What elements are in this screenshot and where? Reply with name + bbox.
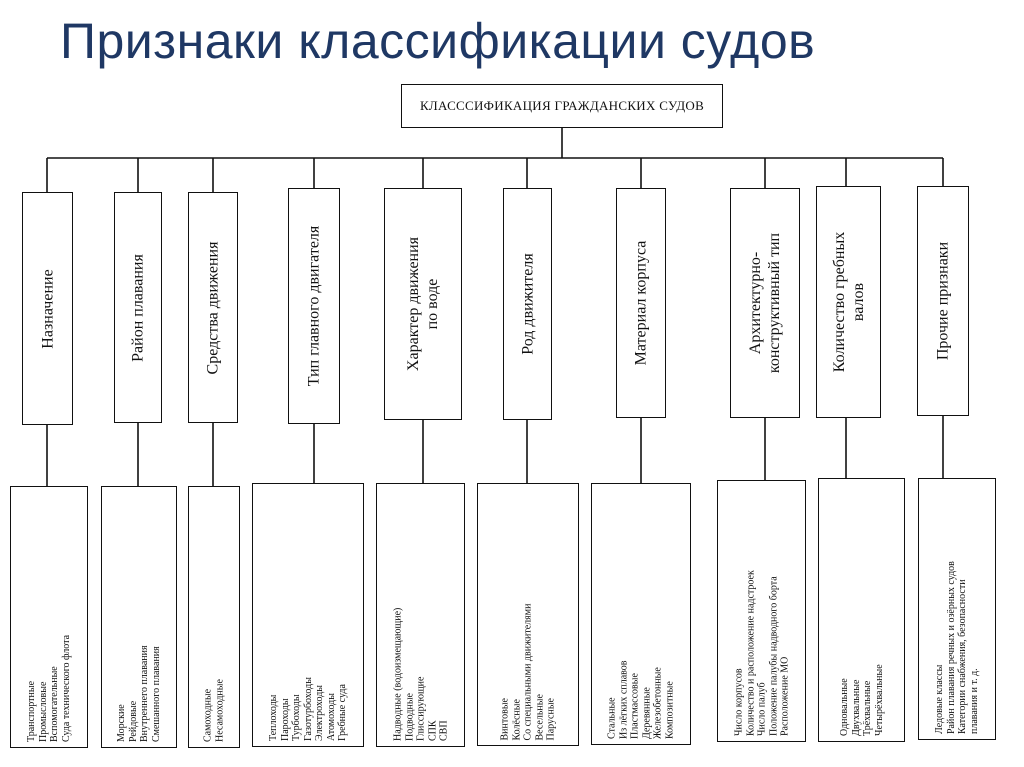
category-label: Средства движения [204, 241, 222, 374]
leaf-item: Смешанного плавания [150, 646, 162, 742]
leaf-item: Композитные [664, 681, 675, 739]
category-label: Количество гребных валов [830, 231, 867, 373]
leaf-item: Железобетонные [652, 667, 664, 739]
category-box-motion-character: Характер движения по воде [384, 188, 462, 420]
leaf-item: Промысловые [37, 681, 49, 742]
leaf-item: Атомоходы [325, 693, 337, 741]
root-node: КЛАСССИФИКАЦИЯ ГРАЖДАНСКИХ СУДОВ [401, 84, 723, 128]
category-box-purpose: Назначение [22, 192, 73, 425]
leaf-item: СПК [426, 720, 438, 741]
leaf-item: Винтовые [499, 697, 511, 741]
leaf-item: Стальные [606, 697, 618, 739]
leaf-item: Морские [116, 704, 127, 742]
category-box-navigation-area: Район плавания [114, 192, 162, 423]
category-label: Архитектурно- конструктивный тип [747, 232, 783, 374]
leaf-list: Ледовые классы Район плавания речных и о… [934, 484, 980, 734]
category-box-other-features: Прочие признаки [917, 186, 969, 416]
leaf-box-propulsor-kind: Винтовые Колёсные Со специальными движит… [477, 483, 579, 746]
leaf-list: Транспортные Промысловые Вспомогательные… [26, 492, 72, 742]
leaf-item: Пластмассовые [629, 673, 641, 739]
leaf-item: Транспортные [26, 680, 37, 742]
leaf-item: Деревянные [641, 687, 652, 739]
leaf-item: Самоходные [202, 688, 214, 742]
leaf-item: Турбоходы [290, 694, 302, 741]
category-label: Тип главного двигателя [305, 225, 323, 387]
leaf-item: Одновальные [838, 678, 850, 736]
leaf-item: Внутреннего плавания [139, 645, 150, 742]
leaf-item: Количество и расположение надстроек [744, 570, 756, 736]
leaf-box-hull-material: Стальные Из лёгких сплавов Пластмассовые… [591, 483, 691, 745]
leaf-box-main-engine-type: Теплоходы Пароходы Турбоходы Газотурбохо… [252, 483, 364, 747]
leaf-item: Со специальными движителями [522, 603, 534, 740]
leaf-list: Самоходные Несамоходные [203, 492, 226, 742]
leaf-item: Колёсные [510, 698, 522, 740]
leaf-list: Винтовые Колёсные Со специальными движит… [499, 489, 557, 740]
category-box-hull-material: Материал корпуса [616, 188, 666, 418]
leaf-item: Рейдовые [127, 700, 139, 742]
leaf-item: Расположение МО [778, 656, 790, 736]
leaf-item: Несамоходные [214, 679, 225, 742]
category-label: Прочие признаки [934, 241, 952, 361]
leaf-item: Гребные суда [336, 684, 348, 741]
leaf-item: Четырёхвальные [873, 664, 884, 736]
leaf-box-propulsion-means: Самоходные Несамоходные [188, 486, 240, 748]
leaf-box-shaft-count: Одновальные Двухвальные Трёхвальные Четы… [818, 478, 905, 742]
leaf-item: Число корпусов [732, 668, 744, 736]
leaf-item: Район плавания речных и озёрных судов [945, 561, 957, 734]
category-label: Материал корпуса [632, 240, 650, 366]
leaf-item: Категории снабжения, безопасности [957, 579, 968, 734]
category-box-propulsion-means: Средства движения [188, 192, 238, 423]
leaf-list: Одновальные Двухвальные Трёхвальные Четы… [839, 484, 885, 736]
leaf-item: Ледовые классы [934, 664, 945, 734]
leaf-list: Число корпусов Количество и расположение… [733, 486, 791, 736]
leaf-list: Надводные (водоизмещающие) Подводные Гли… [392, 489, 450, 741]
leaf-item: Газотурбоходы [302, 677, 314, 741]
category-label: Назначение [39, 268, 56, 349]
leaf-item: Число палуб [755, 682, 767, 736]
leaf-box-architectural-type: Число корпусов Количество и расположение… [717, 480, 806, 742]
leaf-item: Надводные (водоизмещающие) [391, 607, 403, 741]
category-label: Род движителя [519, 253, 536, 355]
category-box-shaft-count: Количество гребных валов [816, 186, 881, 418]
leaf-item: плавания и т. д. [968, 668, 980, 734]
leaf-item: Глиссирующие [414, 676, 426, 741]
leaf-item: СВП [437, 720, 449, 741]
leaf-item: Парусные [545, 697, 557, 740]
leaf-item: Пароходы [279, 698, 291, 741]
leaf-item: Суда технического флота [60, 634, 72, 742]
leaf-box-navigation-area: Морские Рейдовые Внутреннего плавания См… [101, 486, 177, 748]
leaf-item: Теплоходы [267, 694, 279, 741]
leaf-box-motion-character: Надводные (водоизмещающие) Подводные Гли… [376, 483, 465, 747]
leaf-item: Вспомогательные [49, 666, 60, 742]
slide-title: Признаки классификации судов [60, 13, 816, 69]
leaf-item: Двухвальные [850, 679, 861, 736]
category-box-main-engine-type: Тип главного двигателя [288, 188, 340, 424]
category-box-propulsor-kind: Род движителя [503, 188, 552, 420]
leaf-item: Электроходы [313, 684, 325, 741]
leaf-item: Весельные [533, 693, 545, 740]
category-label: Характер движения по воде [405, 236, 441, 372]
category-box-architectural-type: Архитектурно- конструктивный тип [730, 188, 800, 418]
leaf-list: Теплоходы Пароходы Турбоходы Газотурбохо… [268, 489, 349, 741]
leaf-item: Положение палубы надводного борта [767, 576, 779, 736]
category-label: Район плавания [129, 253, 147, 362]
leaf-list: Стальные Из лёгких сплавов Пластмассовые… [607, 489, 676, 739]
leaf-item: Подводные [403, 693, 415, 741]
leaf-list: Морские Рейдовые Внутреннего плавания См… [116, 492, 162, 742]
leaf-box-other-features: Ледовые классы Район плавания речных и о… [918, 478, 996, 740]
leaf-box-purpose: Транспортные Промысловые Вспомогательные… [10, 486, 88, 748]
leaf-item: Из лёгких сплавов [618, 660, 629, 739]
leaf-item: Трёхвальные [861, 680, 873, 736]
